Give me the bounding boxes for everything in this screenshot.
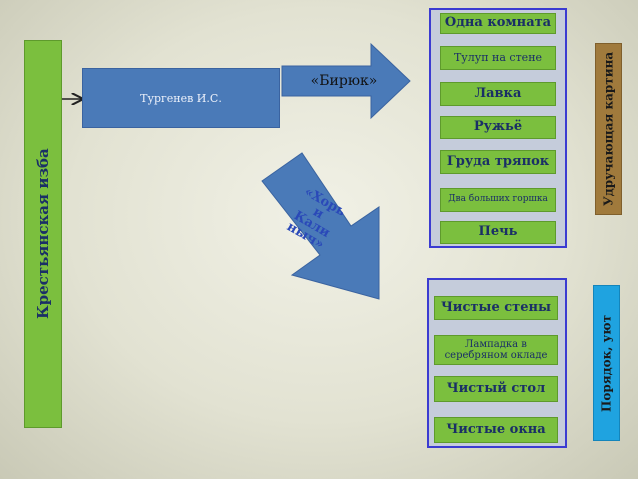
top-group-panel: Одна комната Тулуп на стене Лавка Ружьё … [429, 8, 567, 248]
right-top-label-text: Удручающая картина [601, 51, 616, 207]
bottom-group-panel: Чистые стены Лампадка в серебряном оклад… [427, 278, 567, 448]
arrow-biryuk-label: «Бирюк» [310, 73, 378, 89]
top-item-4: Груда тряпок [440, 150, 556, 174]
right-bottom-label-text: Порядок, уют [599, 314, 614, 412]
bottom-item-2: Чистый стол [434, 376, 558, 402]
top-item-3: Ружьё [440, 116, 556, 139]
author-label: Тургенев И.С. [140, 91, 222, 105]
author-box: Тургенев И.С. [82, 68, 280, 128]
top-item-2: Лавка [440, 82, 556, 106]
top-item-6: Печь [440, 221, 556, 244]
bottom-item-1: Лампадка в серебряном окладе [434, 335, 558, 365]
arrow-biryuk-shape [281, 42, 411, 120]
arrow-khor-shape [261, 152, 380, 300]
right-top-label: Удручающая картина [595, 43, 622, 215]
top-item-1: Тулуп на стене [440, 46, 556, 70]
top-item-0: Одна комната [440, 13, 556, 34]
right-bottom-label: Порядок, уют [593, 285, 620, 441]
top-item-5: Два больших горшка [440, 188, 556, 212]
bottom-item-0: Чистые стены [434, 296, 558, 320]
bottom-item-3: Чистые окна [434, 417, 558, 443]
